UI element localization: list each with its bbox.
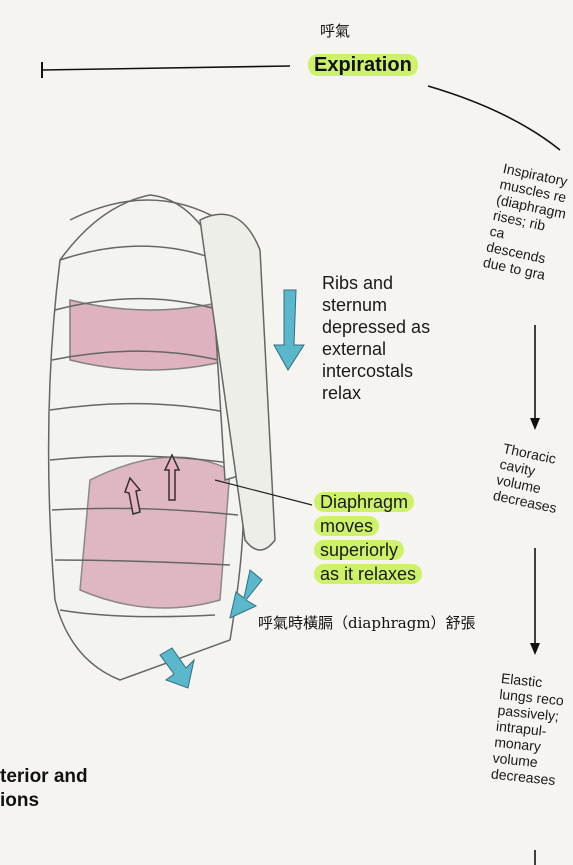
bracket-line — [41, 65, 291, 71]
diaphragm-label: Diaphragm moves superiorly as it relaxes — [314, 490, 423, 586]
rib-cage — [47, 194, 276, 681]
arrow-icon — [159, 289, 305, 689]
spine — [199, 213, 276, 551]
bracket-curve — [427, 85, 561, 151]
intercostal-muscles — [69, 299, 231, 371]
annotation-diaphragm: 呼氣時橫膈（diaphragm）舒張 — [258, 614, 476, 632]
diaphragm-arrows — [124, 453, 181, 515]
ribs-label: Ribs and sternum depressed as external i… — [322, 273, 431, 403]
heading: Expiration — [308, 54, 418, 77]
figure-caption: terior and ions — [0, 766, 88, 811]
annotation-top: 呼氣 — [320, 22, 351, 40]
diaphragm — [79, 456, 231, 609]
diaphragm-leader — [214, 479, 313, 506]
